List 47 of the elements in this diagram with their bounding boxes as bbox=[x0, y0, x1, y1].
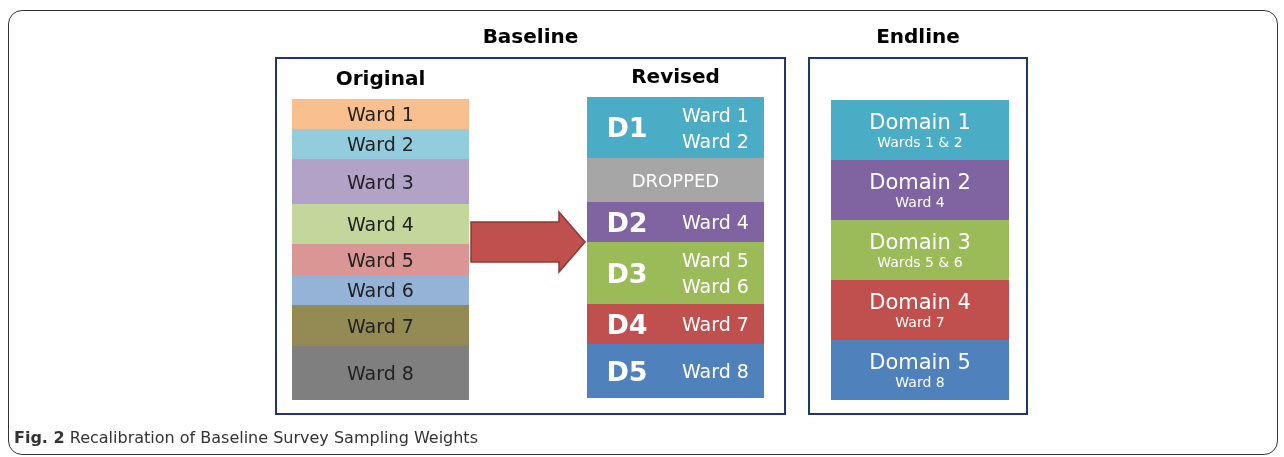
ward-label: Wards 1 & 2 bbox=[877, 134, 963, 150]
domain-band bbox=[587, 304, 764, 344]
block-arrow bbox=[470, 210, 586, 274]
ward-label: Wards 5 & 6 bbox=[877, 254, 963, 270]
domain-band bbox=[587, 242, 764, 304]
ward-label: Ward 6 bbox=[682, 275, 749, 297]
domain-code: D3 bbox=[605, 257, 649, 289]
domain-band bbox=[587, 202, 764, 242]
column-heading: Original bbox=[334, 66, 427, 90]
domain-band bbox=[587, 344, 764, 398]
ward-band: Ward 6 bbox=[292, 275, 469, 305]
domain-band bbox=[587, 97, 764, 158]
column-heading: Revised bbox=[630, 64, 721, 88]
figure-caption: Fig. 2 Recalibration of Baseline Survey Sampling Weights bbox=[14, 428, 478, 447]
domain-code: D4 bbox=[605, 308, 649, 340]
domain-code: D1 bbox=[605, 112, 649, 143]
ward-label: Ward 1 bbox=[682, 103, 749, 126]
ward-label: Ward 4 bbox=[895, 194, 945, 210]
domain-band bbox=[831, 220, 1009, 280]
domain-code: D2 bbox=[605, 206, 649, 238]
ward-label: Ward 7 bbox=[895, 314, 945, 330]
domain-name: Domain 5 bbox=[869, 350, 971, 374]
ward-band: Ward 4 bbox=[292, 204, 469, 244]
panel-heading: Baseline bbox=[481, 24, 580, 48]
ward-label: Ward 2 bbox=[682, 129, 749, 152]
ward-label: Ward 8 bbox=[895, 374, 945, 390]
ward-label: Ward 5 bbox=[682, 249, 749, 271]
ward-band: Ward 2 bbox=[292, 129, 469, 159]
ward-band: Ward 1 bbox=[292, 99, 469, 129]
domain-code: D5 bbox=[605, 355, 649, 387]
ward-band: Ward 8 bbox=[292, 346, 469, 400]
domain-band bbox=[831, 280, 1009, 340]
domain-name: Domain 3 bbox=[869, 230, 971, 254]
domain-name: Domain 1 bbox=[869, 110, 971, 134]
ward-band: Ward 7 bbox=[292, 305, 469, 346]
ward-label: Ward 7 bbox=[682, 313, 749, 335]
domain-band bbox=[831, 340, 1009, 400]
ward-band: Ward 3 bbox=[292, 159, 469, 204]
domain-name: Domain 2 bbox=[869, 170, 971, 194]
domain-band bbox=[831, 160, 1009, 220]
domain-name: Domain 4 bbox=[869, 290, 971, 314]
dropped-band: DROPPED bbox=[587, 158, 764, 202]
domain-band bbox=[831, 100, 1009, 160]
panel-heading: Endline bbox=[875, 24, 961, 48]
ward-label: Ward 8 bbox=[682, 360, 749, 382]
ward-band: Ward 5 bbox=[292, 244, 469, 275]
ward-label: Ward 4 bbox=[682, 211, 749, 233]
